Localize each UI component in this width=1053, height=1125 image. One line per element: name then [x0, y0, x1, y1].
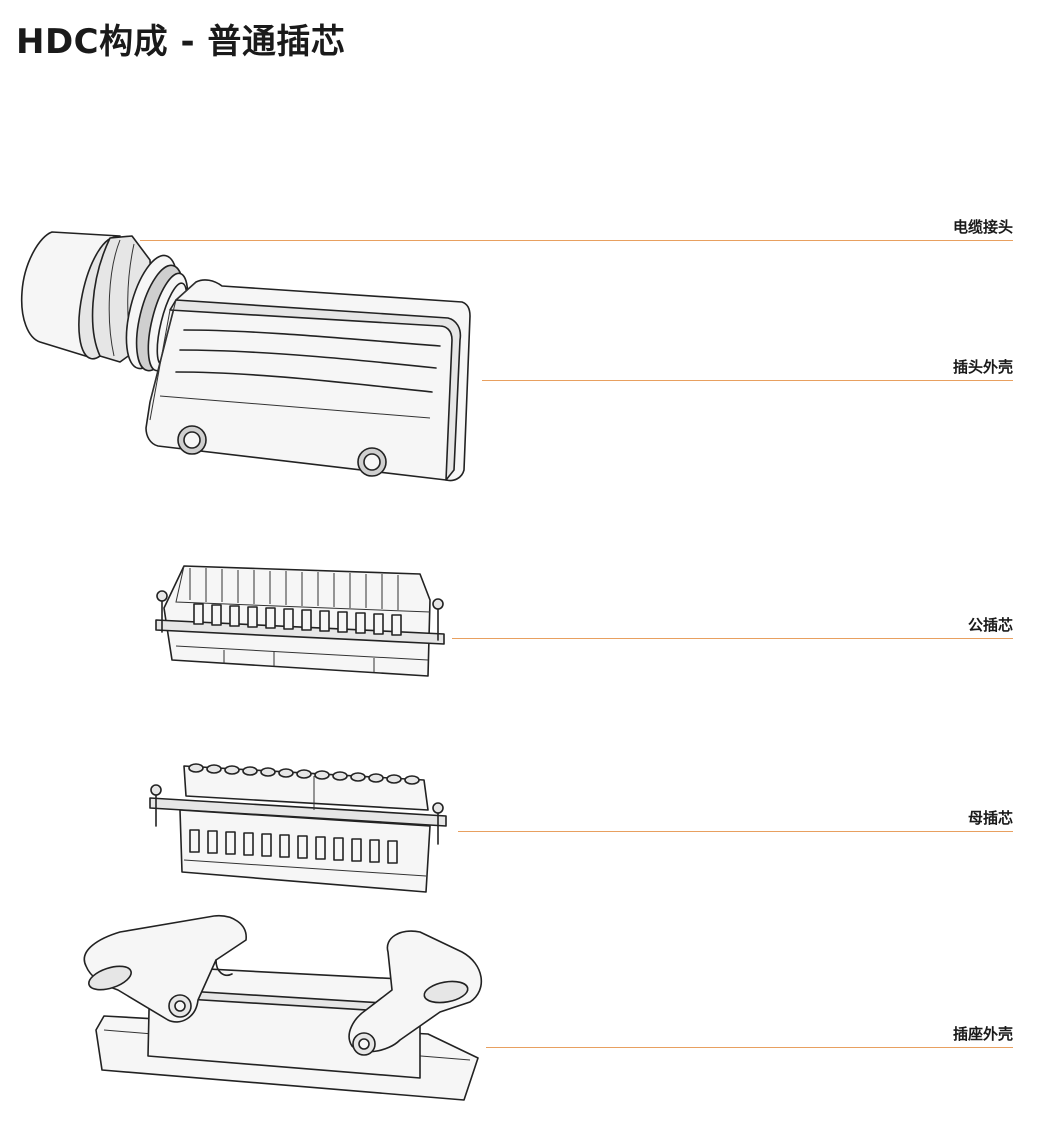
leader-line-male-insert — [452, 638, 1013, 639]
label-cable-gland: 电缆接头 — [952, 218, 1013, 236]
female-insert-icon — [149, 763, 447, 893]
leader-line-cable-gland — [140, 240, 1013, 241]
label-female-insert: 母插芯 — [967, 809, 1013, 827]
socket-housing-icon — [83, 915, 483, 1101]
leader-line-socket-housing — [486, 1047, 1013, 1048]
male-insert-icon — [155, 565, 445, 677]
label-socket-housing: 插座外壳 — [952, 1025, 1013, 1043]
leader-line-plug-hood — [482, 380, 1013, 381]
label-plug-hood: 插头外壳 — [952, 358, 1013, 376]
leader-line-female-insert — [458, 831, 1013, 832]
label-male-insert: 公插芯 — [967, 616, 1013, 634]
page-title: HDC构成 - 普通插芯 — [16, 22, 346, 62]
plug-hood-icon — [145, 279, 471, 482]
